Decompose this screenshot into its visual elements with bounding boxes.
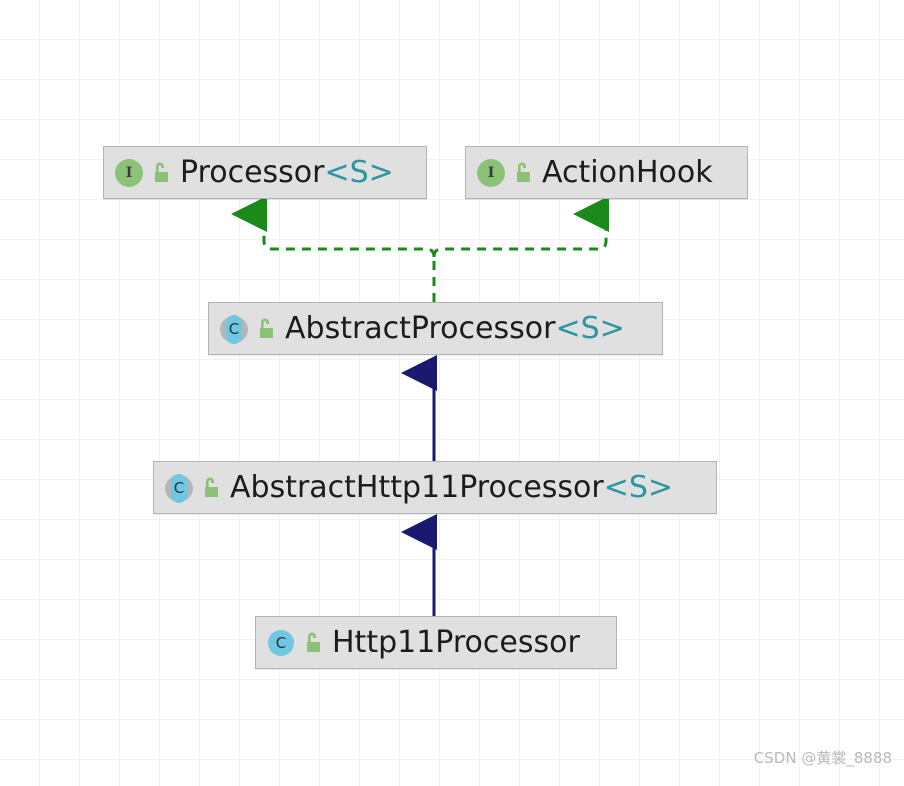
open-padlock-icon	[307, 632, 320, 652]
node-icons-actionhook: I	[476, 158, 532, 188]
node-label-http11processor: Http11Processor	[332, 624, 580, 660]
open-padlock-icon	[155, 162, 168, 182]
uml-node-http11processor[interactable]: C Http11Processor	[255, 616, 617, 669]
uml-node-actionhook[interactable]: I ActionHook	[465, 146, 748, 199]
node-icons-abstractprocessor: C	[219, 314, 275, 344]
uml-node-abstracthttp11processor[interactable]: C AbstractHttp11Processor<S>	[153, 461, 717, 514]
class-icon: C	[266, 628, 296, 658]
open-padlock-icon	[205, 477, 218, 497]
node-label-abstracthttp11processor: AbstractHttp11Processor<S>	[230, 469, 674, 505]
node-label-abstractprocessor: AbstractProcessor<S>	[285, 310, 625, 346]
node-icons-http11processor: C	[266, 628, 322, 658]
uml-node-abstractprocessor[interactable]: C AbstractProcessor<S>	[208, 302, 663, 355]
watermark: CSDN @黄裳_8888	[753, 749, 892, 767]
abstract-class-icon: C	[164, 473, 194, 503]
open-padlock-icon	[260, 318, 273, 338]
implements-edge-actionhook	[432, 196, 609, 258]
node-icons-abstracthttp11processor: C	[164, 473, 220, 503]
interface-icon: I	[114, 158, 144, 188]
open-padlock-icon	[517, 162, 530, 182]
uml-node-processor[interactable]: I Processor<S>	[103, 146, 427, 199]
implements-edges	[231, 196, 609, 302]
implements-edge-processor	[231, 196, 436, 258]
interface-icon: I	[476, 158, 506, 188]
node-label-actionhook: ActionHook	[542, 154, 713, 190]
abstract-class-icon: C	[219, 314, 249, 344]
node-label-processor: Processor<S>	[180, 154, 394, 190]
node-icons-processor: I	[114, 158, 170, 188]
